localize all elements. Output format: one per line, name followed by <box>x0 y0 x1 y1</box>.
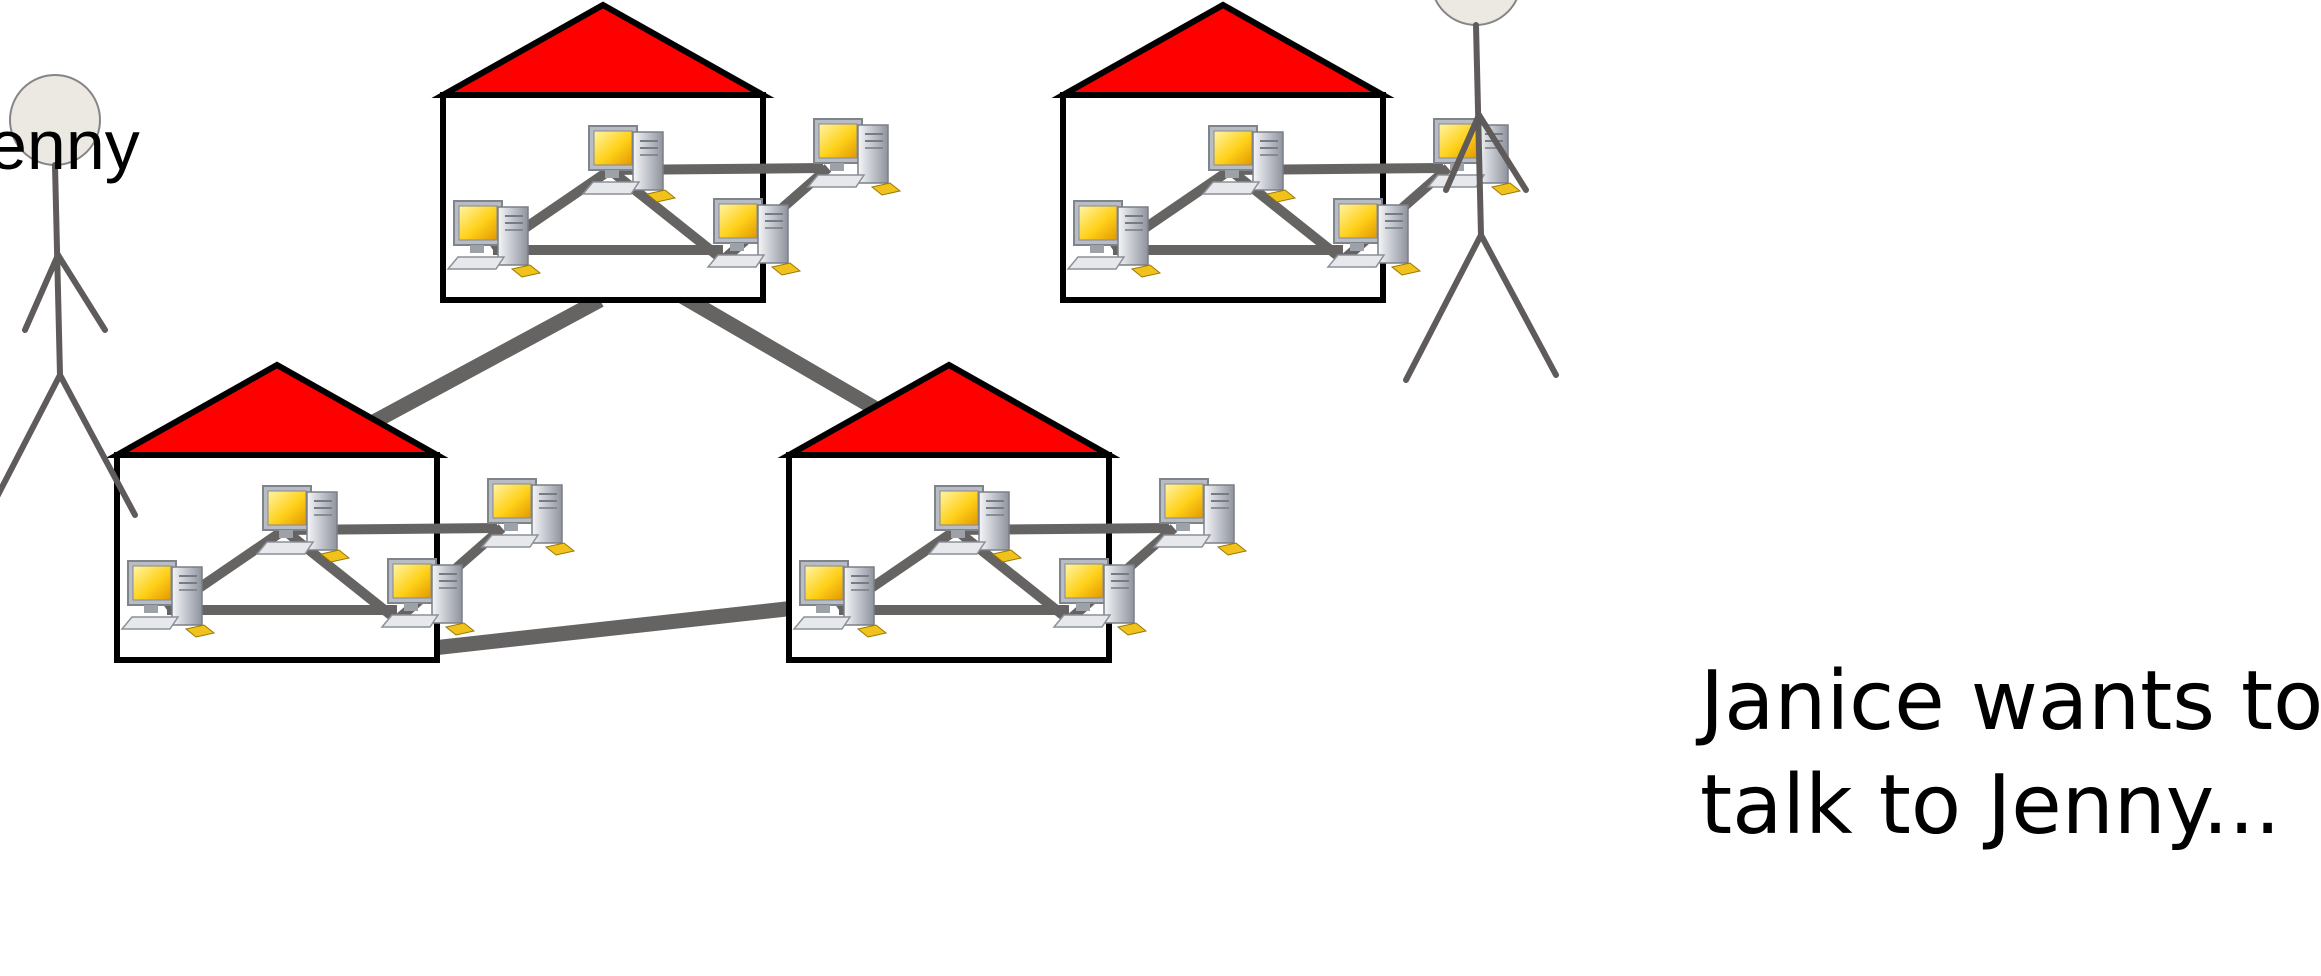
caption-line-2: talk to Jenny... <box>1700 758 2281 853</box>
link-top-left <box>364 293 604 432</box>
link-bottom <box>432 600 796 656</box>
caption: Janice wants to talk to Jenny... <box>1700 650 2321 858</box>
house-bottom-left <box>117 365 574 660</box>
house-bottom-right <box>789 365 1246 660</box>
caption-line-1: Janice wants to <box>1700 654 2321 749</box>
person-name-label: enny <box>0 106 140 184</box>
link-top-right <box>676 288 894 424</box>
house-top-right <box>1063 5 1520 300</box>
house-top-left <box>443 5 900 300</box>
